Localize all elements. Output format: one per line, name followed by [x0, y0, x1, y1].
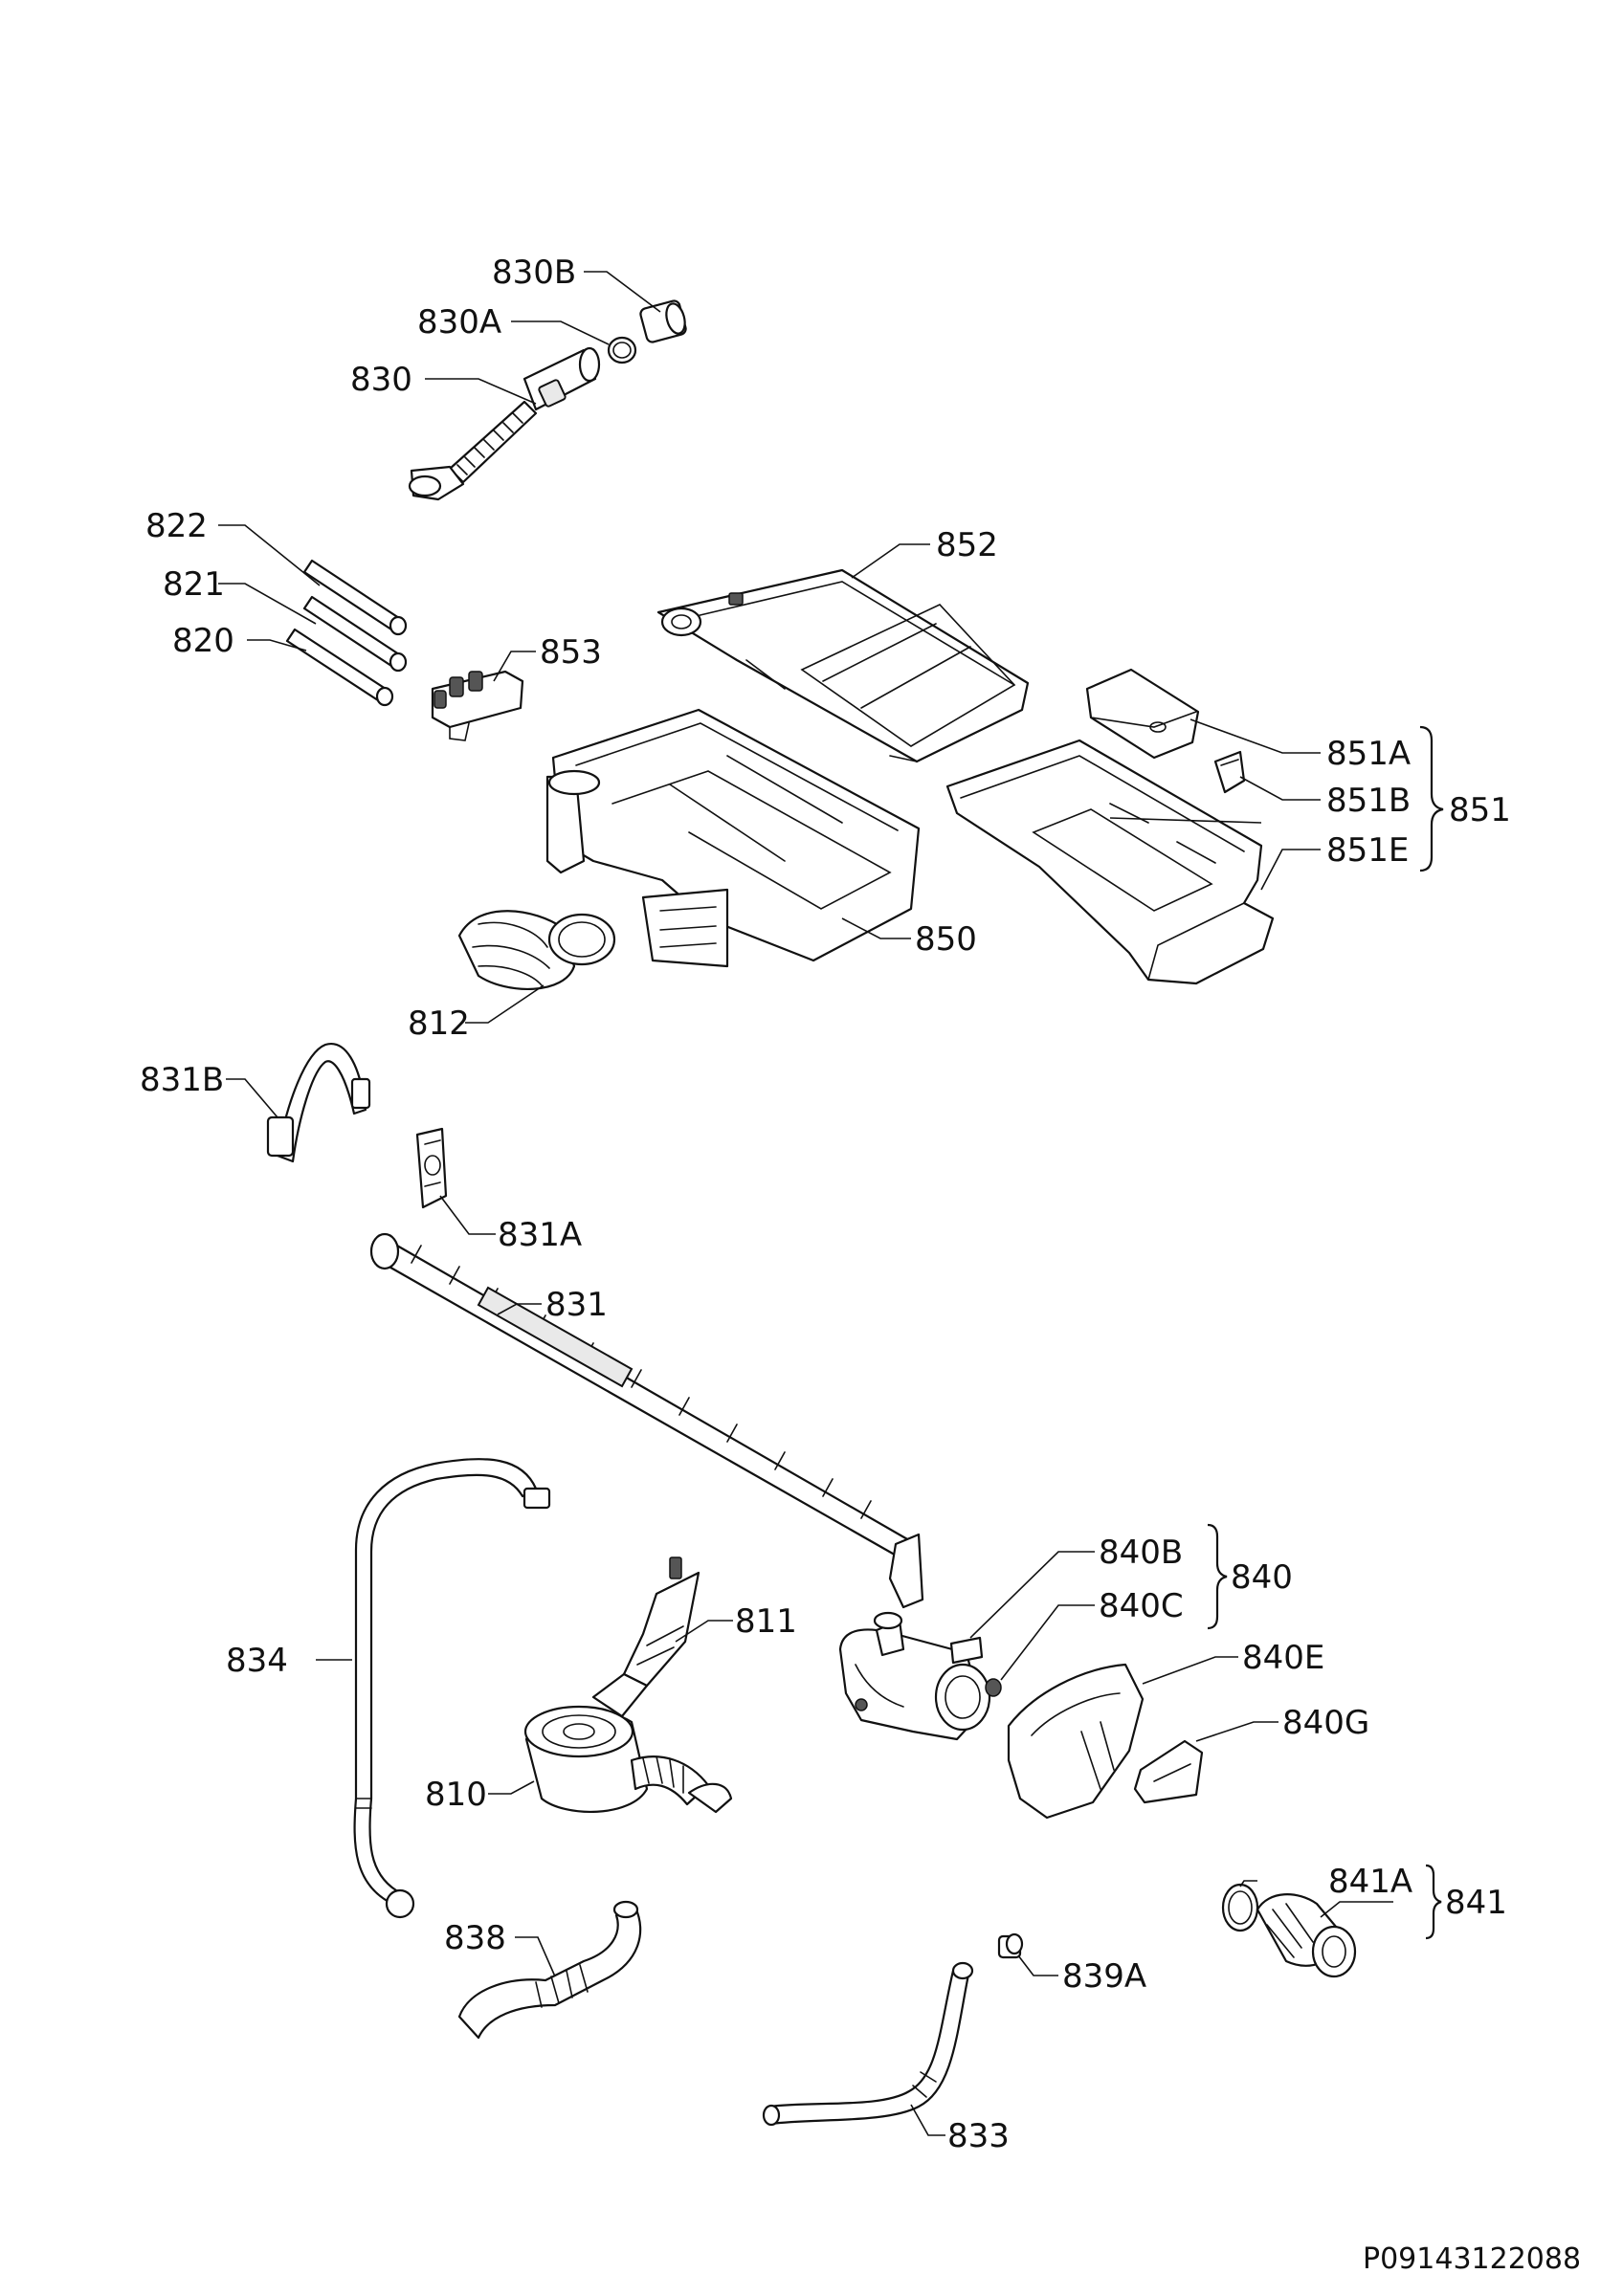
- part-830-inlet-hose: [408, 346, 601, 501]
- part-810-sump: [523, 1672, 733, 1814]
- label-852: 852: [936, 526, 998, 564]
- part-840E-cover: [1007, 1663, 1145, 1820]
- label-821: 821: [163, 565, 225, 604]
- label-840B: 840B: [1099, 1534, 1183, 1572]
- part-852-lid: [656, 568, 1030, 763]
- part-labels: 830B 830A 830 822 821 820 853 852 851A 8…: [140, 254, 1511, 2155]
- part-821-tube: [302, 595, 408, 673]
- label-834: 834: [226, 1642, 288, 1680]
- label-840E: 840E: [1242, 1639, 1324, 1677]
- label-838: 838: [444, 1919, 506, 1957]
- label-812: 812: [408, 1004, 470, 1043]
- part-841A-seal: [1221, 1883, 1259, 1932]
- part-853-valve: [431, 670, 524, 741]
- label-830: 830: [350, 361, 412, 399]
- part-830B-fitting: [639, 299, 687, 343]
- leader-lines: [218, 271, 1393, 2136]
- part-834-hose: [353, 1458, 551, 1919]
- label-851E: 851E: [1326, 831, 1409, 870]
- part-811-pipe: [622, 1556, 700, 1688]
- part-840-pump: [838, 1611, 991, 1741]
- part-840B-plug: [949, 1636, 984, 1665]
- label-853: 853: [540, 633, 602, 672]
- part-822-tube: [302, 559, 408, 636]
- label-811: 811: [735, 1602, 797, 1641]
- part-831-drain-hose: [369, 1232, 924, 1609]
- part-820-tube: [285, 628, 394, 707]
- part-840C-nut: [985, 1678, 1002, 1697]
- part-830A-seal-ring: [607, 336, 637, 364]
- label-831B: 831B: [140, 1061, 224, 1099]
- label-840: 840: [1231, 1558, 1293, 1597]
- part-839A-fitting: [997, 1932, 1024, 1959]
- part-833-hose: [762, 1961, 974, 2127]
- label-841: 841: [1445, 1884, 1507, 1922]
- label-851B: 851B: [1326, 782, 1411, 820]
- label-830A: 830A: [417, 303, 501, 342]
- part-851A-cap: [1085, 668, 1200, 760]
- label-831A: 831A: [498, 1216, 582, 1254]
- label-839A: 839A: [1062, 1957, 1146, 1996]
- label-820: 820: [172, 622, 234, 660]
- brace-851: [1419, 725, 1444, 872]
- label-830B: 830B: [492, 254, 576, 292]
- label-840G: 840G: [1282, 1704, 1369, 1742]
- label-831: 831: [545, 1286, 608, 1324]
- label-840C: 840C: [1099, 1587, 1184, 1625]
- brace-840: [1207, 1523, 1228, 1630]
- part-841-filter: [1256, 1893, 1357, 1978]
- part-851E-drawer: [945, 739, 1275, 985]
- label-833: 833: [947, 2117, 1010, 2155]
- part-831B-hose-guide: [266, 1043, 371, 1163]
- label-810: 810: [425, 1776, 487, 1814]
- label-850: 850: [915, 920, 977, 959]
- drawing-code: P09143122088: [1363, 2242, 1581, 2276]
- part-838-hose: [457, 1900, 642, 2040]
- part-851B-clip: [1213, 750, 1246, 794]
- label-841A: 841A: [1328, 1863, 1412, 1901]
- label-822: 822: [145, 507, 208, 545]
- label-851A: 851A: [1326, 735, 1411, 773]
- part-840G-flap: [1133, 1739, 1204, 1804]
- label-851: 851: [1449, 791, 1511, 829]
- brace-841: [1425, 1864, 1442, 1940]
- part-850-dispenser-housing: [545, 708, 921, 968]
- part-812-bellows: [457, 910, 616, 990]
- part-831A-clip: [415, 1127, 448, 1209]
